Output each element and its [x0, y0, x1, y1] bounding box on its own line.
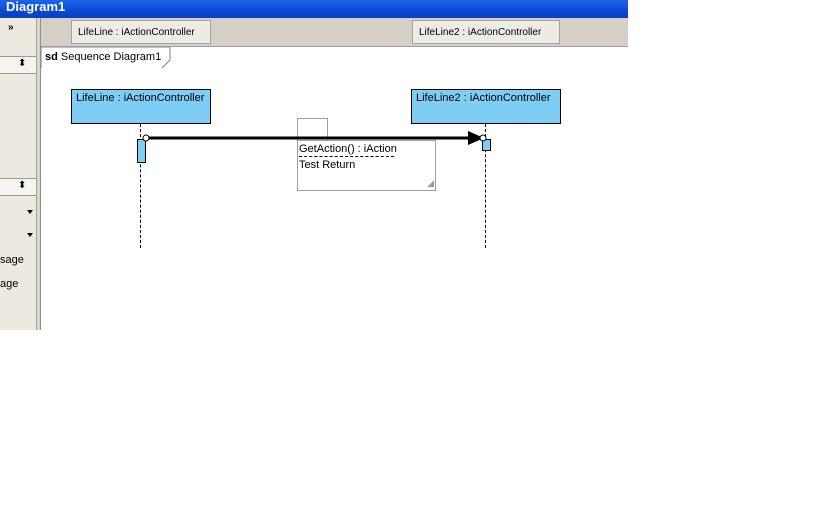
frame-kind: sd [45, 51, 58, 63]
activation-bar-2[interactable] [482, 139, 491, 151]
window-title: Diagram1 [6, 0, 66, 14]
header-lifeline2[interactable]: LifeLine2 : iActionController [412, 20, 560, 44]
frame-name: Sequence Diagram1 [60, 51, 162, 63]
splitter-arrows-icon[interactable]: ⬍ [18, 180, 27, 191]
panel-splitter-bottom[interactable]: ⬍ [0, 178, 36, 196]
lifeline-header-strip: LifeLine : iActionController LifeLine2 :… [41, 18, 628, 47]
message-note-tab [297, 118, 328, 141]
resize-grip-icon[interactable]: ◢ [427, 178, 434, 188]
dropdown-arrow-icon[interactable] [27, 233, 33, 237]
lifeline-1-label: LifeLine : iActionController [76, 92, 205, 104]
splitter-arrows-icon[interactable]: ⬍ [18, 58, 27, 69]
toolbox-item-message-2[interactable]: age [0, 278, 19, 290]
left-panel: » ⬍ ⬍ sage age [0, 18, 37, 330]
dropdown-arrow-icon[interactable] [27, 210, 33, 214]
header-lifeline1[interactable]: LifeLine : iActionController [71, 20, 211, 44]
frame-tab-outline [41, 47, 171, 69]
activation-bar-1[interactable] [137, 139, 146, 163]
panel-splitter-top[interactable]: ⬍ [0, 56, 36, 74]
lifeline-2-label: LifeLine2 : iActionController [416, 92, 551, 104]
panel-divider[interactable] [37, 18, 41, 330]
message-label-box[interactable]: GetAction() : iAction Test Return ◢ [297, 140, 436, 191]
title-bar[interactable]: Diagram1 [0, 0, 628, 18]
message-separator [299, 156, 394, 157]
toolbox-item-message[interactable]: sage [0, 254, 24, 266]
return-label[interactable]: Test Return [299, 159, 356, 171]
lifeline-1-dash [140, 124, 141, 248]
lifeline-2-head[interactable]: LifeLine2 : iActionController [411, 89, 561, 124]
lifeline-2-dash [485, 124, 486, 248]
double-chevron-down-icon[interactable]: » [8, 22, 14, 33]
frame-label[interactable]: sd Sequence Diagram1 [41, 47, 161, 67]
lifeline-1-head[interactable]: LifeLine : iActionController [71, 89, 211, 124]
message-label[interactable]: GetAction() : iAction [299, 143, 397, 155]
